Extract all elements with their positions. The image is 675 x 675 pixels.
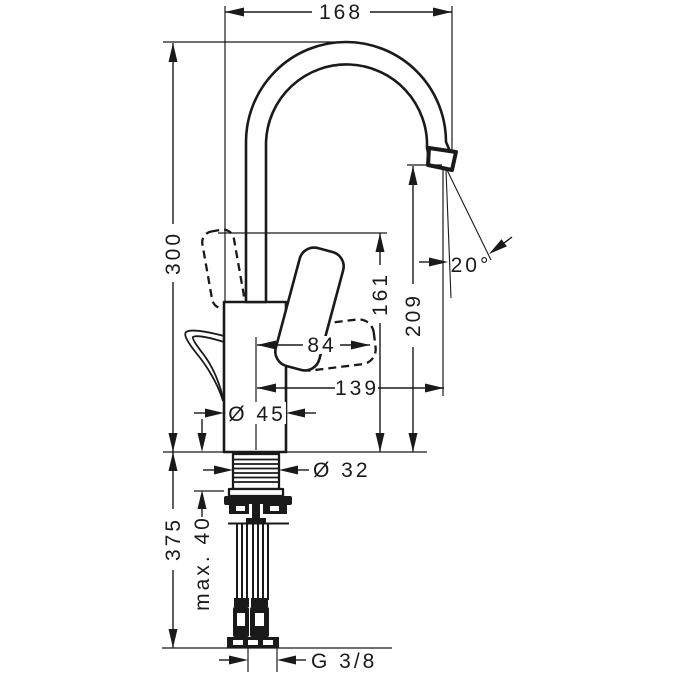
dim-label-total-height: 300 <box>162 231 185 275</box>
handle-dashed-raised-position <box>201 228 245 310</box>
label-gap <box>164 224 183 282</box>
dim-label-connection-thread: G 3/8 <box>311 650 377 673</box>
handle-lever <box>274 246 345 372</box>
dim-shank-diameter: Ø 32 <box>203 459 371 482</box>
faucet-body <box>222 300 288 454</box>
dim-label-handle-projection: 84 <box>307 334 336 357</box>
label-gap <box>335 379 378 397</box>
arrowhead-left <box>257 340 276 350</box>
connector-window <box>237 613 245 626</box>
dim-max-counter-thickness: max. 40 <box>191 419 214 611</box>
connector-window <box>255 613 264 626</box>
arrowhead-right <box>429 257 448 267</box>
swivel-spout <box>244 40 455 304</box>
label-gap <box>164 509 183 570</box>
dim-label-below-deck: 375 <box>162 517 185 561</box>
arrowhead-up <box>408 166 418 185</box>
dim-label-base-diameter: Ø 45 <box>228 403 286 426</box>
dim-connection-thread: G 3/8 <box>219 650 377 673</box>
arrowhead-right <box>433 7 452 17</box>
arrowhead-up <box>168 43 178 62</box>
arrowhead-left <box>277 655 296 665</box>
arrowhead-left <box>257 383 276 393</box>
label-gap <box>371 265 390 323</box>
extension-lines <box>162 6 453 672</box>
arrowhead-right <box>351 340 370 350</box>
dim-label-outlet-angle: 20° <box>451 254 492 277</box>
arrowhead-down-left <box>489 239 507 254</box>
dim-label-outlet-height: 209 <box>402 293 425 337</box>
arrowhead-right <box>425 383 444 393</box>
mounting-flange-and-nut <box>224 496 292 525</box>
arrowhead-right <box>205 408 224 418</box>
angle-line-tilted <box>446 169 492 261</box>
arrowhead-left <box>225 7 244 17</box>
hose-collar <box>251 598 268 607</box>
arrowhead-right <box>229 655 248 665</box>
clamp-slit <box>270 506 279 511</box>
dim-label-shank-diameter: Ø 32 <box>313 459 371 482</box>
arrowhead-down <box>197 433 207 452</box>
dim-label-max-counter-thickness: max. 40 <box>191 515 214 611</box>
dim-label-handle-height: 161 <box>369 272 392 316</box>
dim-label-spout-reach: 168 <box>319 1 363 24</box>
shank-collar <box>227 487 285 498</box>
handle-dashed-left <box>201 228 245 310</box>
aerator-tip <box>426 146 458 172</box>
arrowhead-down <box>168 433 178 452</box>
arrowhead-up <box>375 233 385 252</box>
dim-outlet-projection: 139 <box>257 377 444 400</box>
arrowhead-down <box>408 433 418 452</box>
label-gap <box>312 2 370 22</box>
hose-collar <box>234 598 249 607</box>
base-slot <box>233 640 243 645</box>
label-gap <box>226 402 286 424</box>
dim-handle-top-height: 161 <box>369 233 392 452</box>
side-lever-inner-edge <box>192 335 225 399</box>
base-slot <box>263 640 273 645</box>
dim-label-outlet-projection: 139 <box>335 377 379 400</box>
dim-total-height: 300 <box>162 43 185 452</box>
hose-lines <box>236 523 269 600</box>
dim-handle-projection: 84 <box>257 334 370 357</box>
clamp-slit <box>236 506 245 511</box>
dim-below-deck-length: 375 <box>162 452 185 648</box>
clamp-stem <box>252 504 260 521</box>
arrowhead-left <box>279 465 298 475</box>
arrowhead-right <box>214 465 233 475</box>
mounting-shank <box>227 452 285 498</box>
label-gap <box>303 336 340 354</box>
shank-threads <box>233 458 279 483</box>
arrowhead-down <box>168 629 178 648</box>
dim-outlet-angle: 20° <box>419 169 513 299</box>
arrowhead-down <box>375 433 385 452</box>
label-gap <box>404 284 423 347</box>
side-lever-outer-edge <box>184 329 225 402</box>
supply-hoses <box>227 523 279 648</box>
arrowhead-up <box>168 452 178 471</box>
dim-outlet-height: 209 <box>402 166 425 452</box>
side-lever <box>184 329 225 402</box>
base-slot <box>248 640 258 645</box>
dim-spout-reach: 168 <box>225 1 452 24</box>
arrowhead-left <box>286 408 305 418</box>
mounting-flange <box>224 496 292 505</box>
clamp-stem-foot <box>246 518 266 523</box>
angle-line-vertical <box>445 169 452 299</box>
arrowhead-up <box>197 490 207 509</box>
dim-base-diameter: Ø 45 <box>194 402 316 426</box>
leader-tail-right <box>503 236 513 244</box>
